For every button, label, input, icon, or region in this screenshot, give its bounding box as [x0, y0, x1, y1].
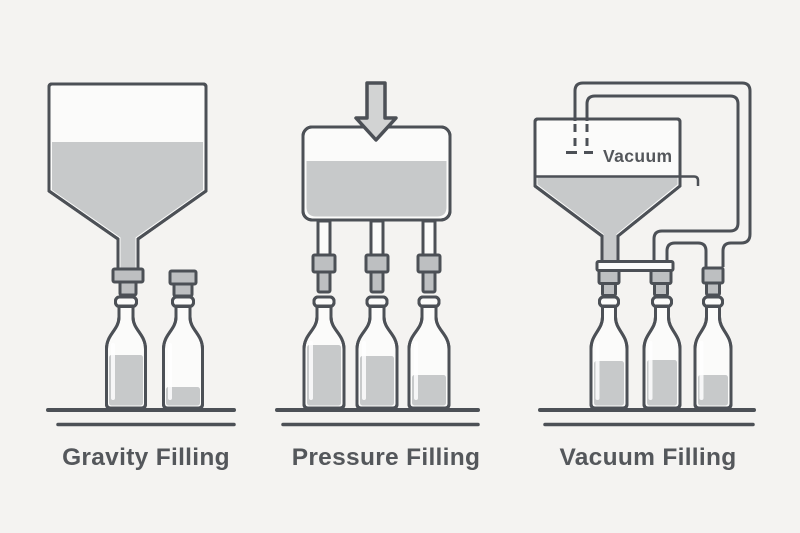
vacuum-pipe-outer [573, 81, 752, 267]
fill-nozzle [705, 281, 721, 297]
manifold-bar [595, 260, 675, 272]
vacuum-bottle-2 [642, 295, 682, 410]
vacuum-tank-label: Vacuum [603, 146, 673, 166]
vacuum-pipe [573, 81, 752, 267]
fill-nozzle [316, 270, 332, 294]
vacuum-bottle-1 [589, 295, 629, 410]
pressure-heads [311, 219, 442, 294]
bottle-liquid [647, 360, 677, 406]
bottle-cap-stem [172, 282, 194, 298]
pressure-bottle-1 [302, 295, 346, 410]
fill-tube [369, 219, 385, 258]
panel-title-pressure: Pressure Filling [292, 444, 481, 471]
vacuum-bottle-3 [693, 295, 733, 410]
vacuum-suction-icon [566, 124, 593, 154]
gravity-nozzle [118, 280, 138, 297]
fill-valve [701, 266, 725, 285]
bottle-liquid [307, 345, 341, 406]
hopper-liquid [52, 142, 203, 270]
pressure-bottle-3 [407, 295, 451, 410]
liquid-level-overflow [536, 175, 700, 186]
gravity-bottle-capped [162, 269, 204, 410]
panel-title-gravity: Gravity Filling [62, 444, 230, 471]
vacuum-pipe-branch [665, 241, 708, 267]
bottle-cap [168, 269, 198, 286]
pressure-arrow-icon [354, 81, 398, 142]
fill-valve [649, 269, 673, 285]
vacuum-heads [595, 260, 725, 297]
bottle-liquid [594, 361, 624, 406]
vacuum-pipe-inner [585, 94, 740, 262]
fill-valve [311, 253, 337, 274]
gravity-panel: Gravity Filling [46, 82, 236, 471]
fill-tube [421, 219, 437, 258]
bottle-liquid [109, 355, 143, 406]
panel-title-vacuum: Vacuum Filling [559, 444, 736, 471]
fill-nozzle [653, 282, 669, 297]
vacuum-panel: Vacuum [533, 81, 756, 471]
fill-nozzle [369, 270, 385, 294]
fill-tube [316, 219, 332, 258]
vacuum-tank: Vacuum [533, 117, 700, 264]
gravity-valve [111, 267, 145, 284]
bottle-liquid [360, 356, 394, 406]
gravity-bottle-filling [105, 295, 147, 410]
tank-liquid [537, 177, 678, 262]
bottle-liquid [412, 375, 446, 406]
bottle-liquid [698, 375, 728, 406]
tank-liquid [306, 161, 447, 217]
fill-valve [416, 253, 442, 274]
pressure-panel: Pressure Filling [275, 81, 481, 471]
fill-valve [364, 253, 390, 274]
gravity-hopper [47, 82, 208, 297]
pressure-bottle-2 [355, 295, 399, 410]
fill-nozzle [601, 282, 617, 297]
bottle-liquid [166, 387, 200, 406]
fill-nozzle [421, 270, 437, 294]
fill-valve [597, 269, 621, 285]
